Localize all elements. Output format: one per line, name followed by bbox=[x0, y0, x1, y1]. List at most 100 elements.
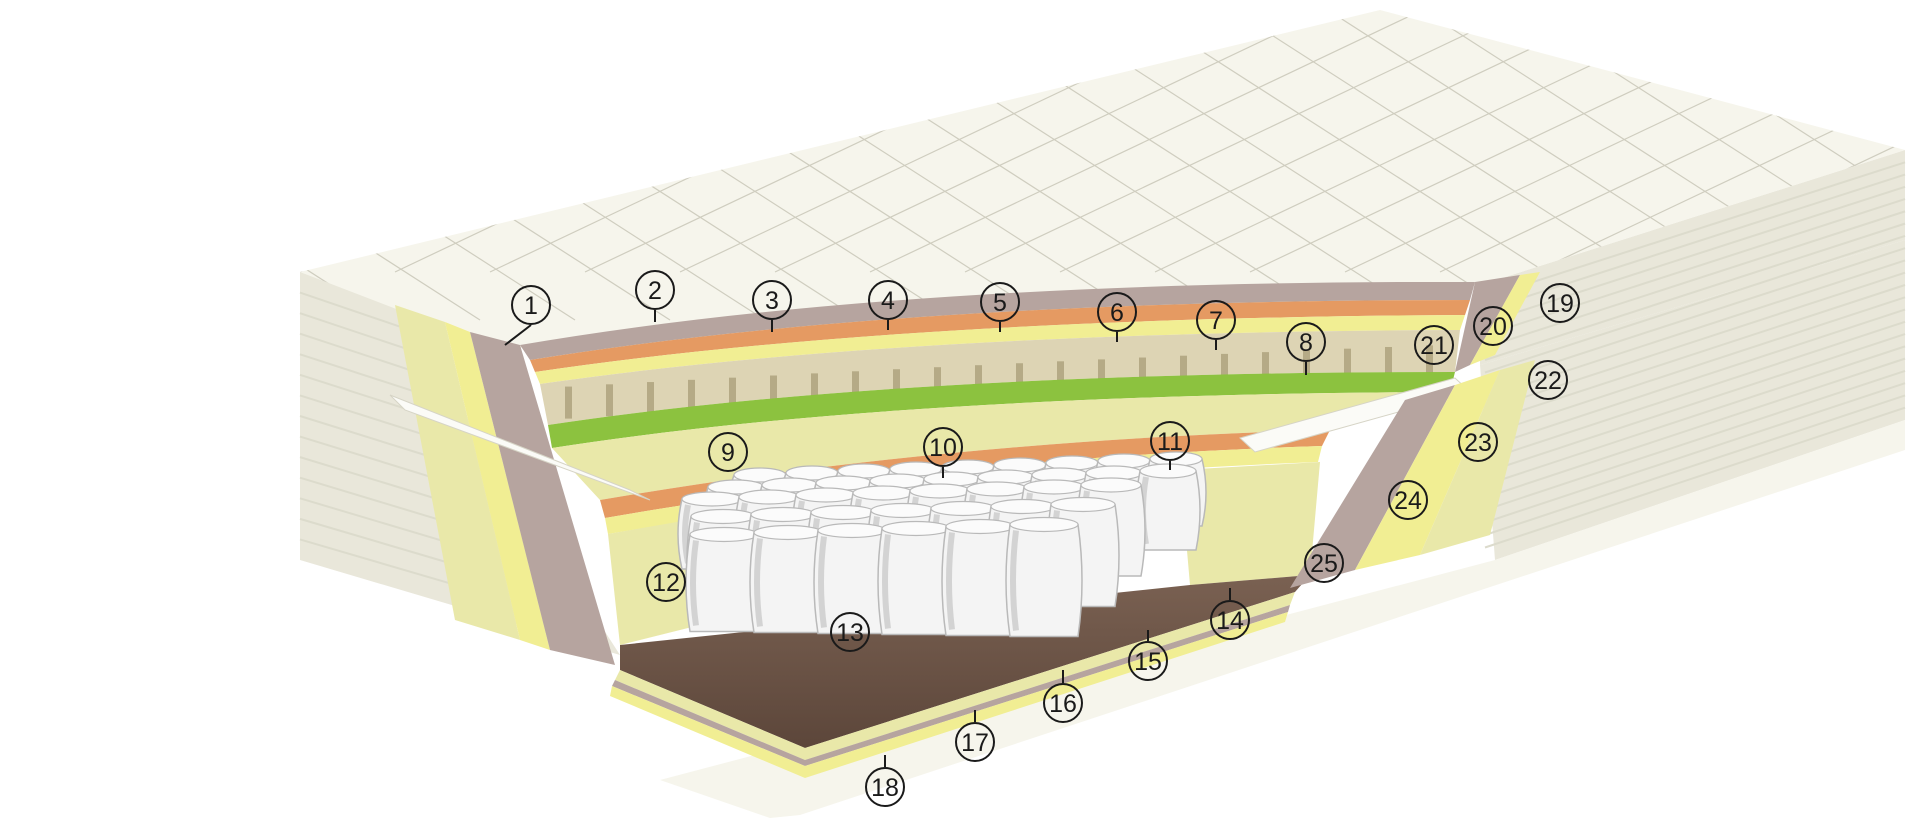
callout-circle bbox=[1043, 683, 1083, 723]
right-edge-foam bbox=[1180, 462, 1320, 585]
callout-circle bbox=[1150, 421, 1190, 461]
block-gap bbox=[1057, 361, 1064, 394]
callout-circle bbox=[1286, 322, 1326, 362]
block-gap bbox=[1385, 346, 1392, 379]
callout-number: 23 bbox=[1464, 429, 1492, 457]
side-stripe bbox=[1484, 296, 1906, 436]
right-yellow-band bbox=[1355, 370, 1500, 570]
side-stripe bbox=[1484, 357, 1906, 499]
callout-number: 16 bbox=[1049, 690, 1077, 718]
callout-circle bbox=[955, 722, 995, 762]
block-gap bbox=[1098, 359, 1105, 392]
callout-number: 18 bbox=[871, 774, 899, 802]
spring-top bbox=[930, 500, 996, 517]
side-stripes bbox=[299, 161, 1906, 585]
callout-circle bbox=[1210, 600, 1250, 640]
callout-number: 14 bbox=[1216, 607, 1244, 635]
callout-number: 4 bbox=[881, 287, 895, 315]
pocket-springs bbox=[677, 451, 1207, 638]
quilt-line bbox=[679, 10, 1381, 273]
right-brown-band bbox=[1290, 385, 1455, 588]
callout-7: 7 bbox=[1196, 300, 1236, 350]
callout-number: 15 bbox=[1134, 648, 1162, 676]
block-gap bbox=[934, 367, 941, 400]
callout-6: 6 bbox=[1097, 292, 1137, 342]
side-stripe bbox=[1484, 222, 1906, 361]
upper-yellow-layer bbox=[535, 315, 1465, 384]
side-stripe bbox=[299, 394, 422, 435]
block-gap bbox=[975, 365, 982, 398]
side-stripe bbox=[1484, 161, 1906, 299]
side-stripe bbox=[299, 456, 434, 499]
callout-10: 10 bbox=[923, 427, 963, 478]
spring-top bbox=[1080, 477, 1142, 493]
quilt-line bbox=[0, 0, 50, 272]
left-pale-band bbox=[395, 305, 520, 640]
quilt-line bbox=[300, 10, 576, 321]
callout-circle bbox=[1196, 300, 1236, 340]
side-stripe bbox=[1484, 369, 1906, 511]
block-gaps bbox=[565, 345, 1433, 419]
callout-number: 12 bbox=[652, 569, 680, 597]
spring-top bbox=[738, 489, 800, 505]
spring-top bbox=[909, 483, 971, 499]
callout-18: 18 bbox=[865, 755, 905, 807]
side-stripe bbox=[299, 353, 413, 392]
callout-circle bbox=[865, 767, 905, 807]
left-yellow-band bbox=[445, 322, 550, 650]
spring-top bbox=[1023, 479, 1085, 495]
spring-top bbox=[1050, 496, 1116, 513]
quilt-line bbox=[0, 0, 100, 320]
callout-number: 7 bbox=[1209, 307, 1223, 335]
quilt-line bbox=[1915, 0, 1920, 272]
callout-17: 17 bbox=[955, 710, 995, 762]
callout-19: 19 bbox=[1540, 283, 1580, 323]
quilt-line bbox=[1249, 10, 1905, 273]
quilt-line bbox=[0, 0, 145, 272]
callout-11: 11 bbox=[1150, 421, 1190, 470]
spring-top bbox=[681, 491, 743, 507]
callout-number: 5 bbox=[993, 289, 1007, 317]
quilt-line bbox=[869, 10, 1571, 273]
left-edge-foam bbox=[608, 518, 700, 645]
spring-top bbox=[966, 481, 1028, 497]
quilt-line bbox=[1059, 10, 1761, 273]
spring-top bbox=[945, 518, 1015, 535]
block-gap bbox=[647, 382, 654, 415]
block-gap bbox=[811, 373, 818, 406]
quilt-line bbox=[1344, 10, 1905, 273]
side-stripe bbox=[299, 476, 439, 521]
side-stripe bbox=[299, 517, 447, 564]
pocket-spring bbox=[1005, 523, 1083, 638]
spring-top bbox=[881, 520, 951, 537]
block-gap bbox=[688, 379, 695, 412]
quilt-line bbox=[300, 10, 336, 273]
white-strip-left bbox=[389, 394, 651, 501]
callout-25: 25 bbox=[1304, 543, 1344, 583]
block-gap bbox=[893, 369, 900, 402]
right-top-yellow bbox=[1470, 272, 1540, 365]
side-stripe bbox=[1484, 210, 1906, 349]
callout-number: 6 bbox=[1110, 299, 1124, 327]
spring-top bbox=[990, 498, 1056, 515]
callout-number: 11 bbox=[1157, 428, 1183, 456]
spring-top bbox=[753, 524, 823, 541]
block-gap bbox=[1180, 355, 1187, 388]
spring-top bbox=[689, 526, 759, 543]
spring-top bbox=[690, 508, 756, 525]
side-stripe bbox=[1484, 406, 1906, 549]
callout-number: 24 bbox=[1394, 487, 1422, 515]
side-stripe bbox=[1484, 284, 1906, 424]
spring-top bbox=[870, 502, 936, 519]
callout-number: 9 bbox=[721, 439, 735, 467]
top-surface bbox=[300, 10, 1905, 355]
quilt-line bbox=[964, 10, 1666, 273]
side-stripe bbox=[1484, 394, 1906, 536]
spring-shade bbox=[690, 540, 699, 626]
quilt-line bbox=[0, 0, 240, 272]
callout-circle bbox=[923, 427, 963, 467]
callout-circle bbox=[830, 612, 870, 652]
upper-green-layer bbox=[548, 372, 1455, 448]
callout-circle bbox=[1304, 543, 1344, 583]
